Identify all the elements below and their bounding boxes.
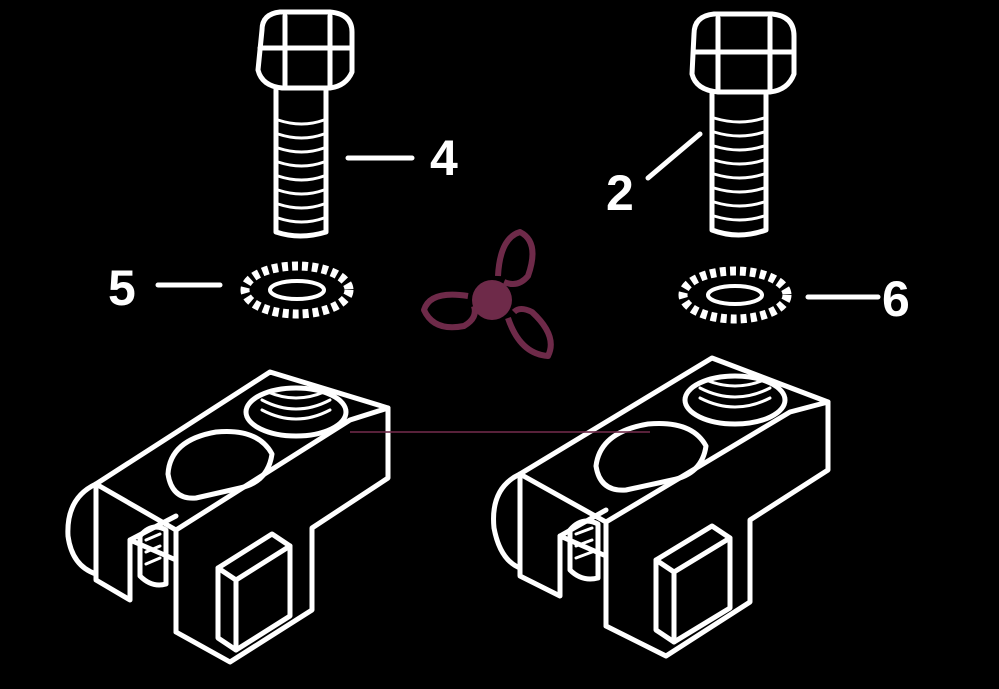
callout-label-4: 4 — [430, 130, 458, 186]
bolt-right — [689, 11, 797, 238]
callout-leader-2 — [645, 131, 703, 181]
terminal-clamp-right — [491, 355, 831, 659]
terminal-clamp-left — [65, 369, 391, 665]
callout-label-6: 6 — [882, 271, 910, 327]
bolt-left — [255, 9, 355, 239]
callout-label-2: 2 — [606, 165, 634, 221]
lock-washer-right — [678, 266, 792, 324]
callout-label-5: 5 — [108, 260, 136, 316]
lock-washer-left — [240, 261, 354, 319]
propeller-logo-icon — [421, 229, 554, 359]
